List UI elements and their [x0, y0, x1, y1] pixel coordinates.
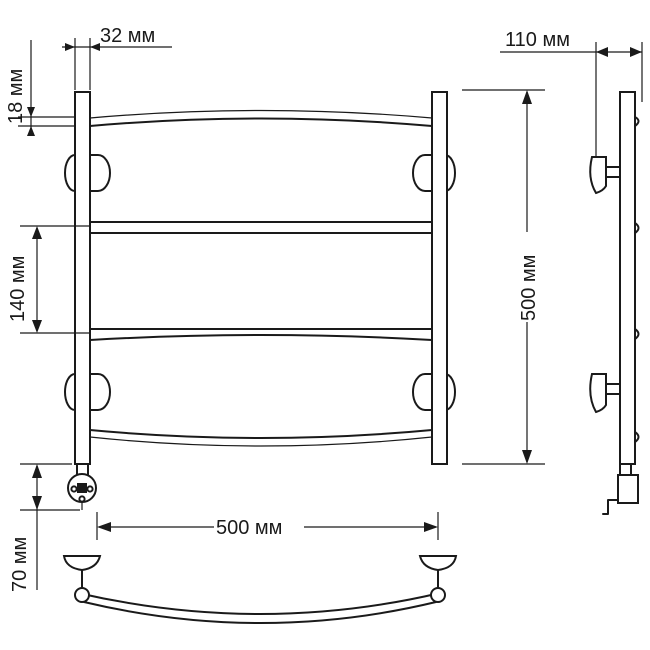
front-view [64, 91, 456, 510]
dimension-total-height: 500 мм [462, 89, 545, 465]
top-view-mount-left [62, 555, 102, 572]
top-view [62, 555, 458, 624]
side-plug [602, 499, 619, 515]
label-total-width: 500 мм [216, 517, 282, 539]
dimension-top-offset: 18 мм [5, 40, 75, 136]
label-mount-distance: 110 мм [505, 29, 570, 51]
dimension-mount-distance: 110 мм [500, 29, 643, 158]
side-wall-mount-bottom [589, 373, 607, 414]
post-left [74, 91, 91, 465]
side-post [619, 91, 636, 465]
side-view [589, 91, 640, 515]
top-view-mount-right [418, 555, 458, 572]
label-total-height: 500 мм [518, 255, 540, 321]
dimension-pipe-diameter: 32 мм [62, 25, 172, 90]
dimension-connector-length: 70 мм [9, 463, 80, 592]
dimension-rung-spacing: 140 мм [7, 225, 90, 334]
rung-middle [89, 232, 433, 330]
side-wall-mount-top [589, 156, 607, 195]
rung-bottom [89, 334, 433, 439]
rung-bottom-bar [89, 436, 433, 447]
label-rung-spacing: 140 мм [7, 256, 29, 322]
rung-top-bar [89, 109, 433, 119]
label-top-offset: 18 мм [5, 69, 27, 124]
side-electric-connector [617, 474, 639, 504]
rung-top [89, 117, 433, 223]
connector-socket [77, 483, 87, 493]
label-pipe-diameter: 32 мм [100, 25, 155, 47]
post-right [431, 91, 448, 465]
top-view-rail [77, 592, 441, 615]
label-connector-length: 70 мм [9, 537, 31, 592]
dimension-total-width: 500 мм [96, 512, 439, 540]
